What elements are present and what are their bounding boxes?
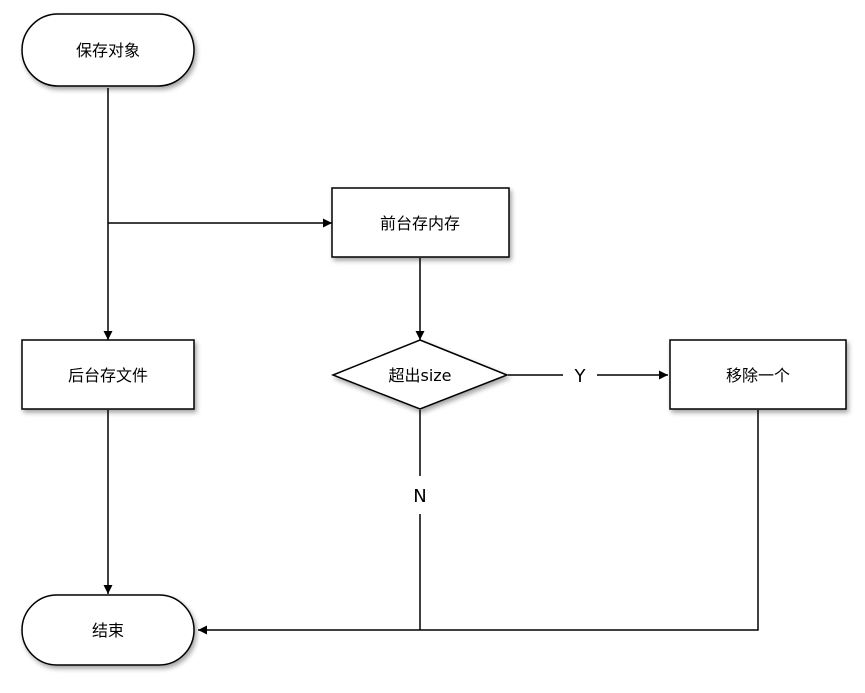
- decision-shape: [330, 339, 510, 410]
- process-shape: [21, 339, 195, 410]
- process-shape: [331, 187, 510, 258]
- edge-remove-to-end: [198, 410, 759, 635]
- node-remove: 移除一个: [669, 339, 847, 410]
- terminator-shape: [21, 13, 195, 87]
- process-shape: [669, 339, 847, 410]
- node-remove-label: 移除一个: [726, 366, 790, 385]
- edges: [103, 88, 759, 635]
- node-start-label: 保存对象: [76, 41, 140, 60]
- edge-label-no: N: [413, 486, 426, 507]
- node-decision: 超出size: [330, 339, 510, 410]
- node-start: 保存对象: [21, 13, 195, 87]
- node-backend-file: 后台存文件: [21, 339, 195, 410]
- node-frontend-cache-label: 前台存内存: [380, 214, 460, 233]
- node-decision-label: 超出size: [388, 366, 451, 385]
- edge-label-yes: Y: [574, 366, 587, 387]
- node-end: 结束: [21, 594, 195, 666]
- node-backend-file-label: 后台存文件: [68, 366, 148, 385]
- terminator-shape: [21, 594, 195, 666]
- node-end-label: 结束: [92, 621, 124, 640]
- node-frontend-cache: 前台存内存: [331, 187, 510, 258]
